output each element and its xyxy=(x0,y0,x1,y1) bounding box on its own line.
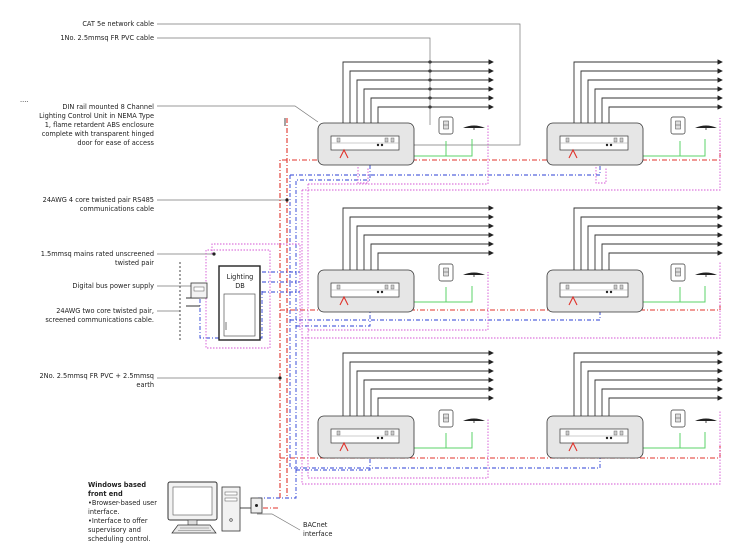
control-unit-bot-right xyxy=(546,415,644,459)
label-fe-1: •Browser-based user xyxy=(88,499,157,507)
feeder-bot-right xyxy=(573,350,723,418)
pc-workstation xyxy=(167,481,251,534)
label-awg24-2: communications cable xyxy=(80,205,154,213)
trunk-wiring xyxy=(199,118,721,509)
label-din-4: complete with transparent hinged xyxy=(42,130,154,138)
label-awg24-1: 24AWG 4 core twisted pair RS485 xyxy=(43,196,154,204)
label-fe-2: interface. xyxy=(88,508,120,516)
label-awg2-2: screened communications cable. xyxy=(45,316,154,324)
feeder-mid-right xyxy=(573,205,723,272)
label-fr2-2: earth xyxy=(136,381,154,389)
feeder-bot-left xyxy=(342,350,494,418)
label-fe-title-1: Windows based xyxy=(88,481,146,489)
control-unit-top-left xyxy=(317,122,415,166)
switch-luminaire-top-right xyxy=(670,116,718,135)
bus-power-supply xyxy=(179,262,208,340)
feeder-top-right xyxy=(573,59,723,125)
label-leaders xyxy=(157,23,521,531)
lighting-db-label-2: DB xyxy=(235,282,245,290)
switch-luminaire-top-left xyxy=(438,116,486,135)
feeder-top-left xyxy=(342,59,494,125)
label-awg2-1: 24AWG two core twisted pair, xyxy=(56,307,154,315)
label-bacnet-2: interface xyxy=(303,530,332,538)
control-unit-top-right xyxy=(546,122,644,166)
label-mains-1: 1.5mmsq mains rated unscreened xyxy=(41,250,154,258)
label-fe-4: supervisory and xyxy=(88,526,141,534)
label-fe-3: •Interface to offer xyxy=(88,517,148,525)
control-unit-bot-left xyxy=(317,415,415,459)
bacnet-interface xyxy=(250,497,263,514)
label-fr2-1: 2No. 2.5mmsq FR PVC + 2.5mmsq xyxy=(39,372,154,380)
label-din-2: Lighting Control Unit in NEMA Type xyxy=(39,112,154,120)
label-fe-5: scheduling control. xyxy=(88,535,151,543)
label-mains-2: twisted pair xyxy=(115,259,154,267)
lighting-db: Lighting DB xyxy=(218,265,261,341)
switch-luminaire-mid-right xyxy=(670,263,718,282)
switch-luminaire-bot-right xyxy=(670,409,718,428)
label-din-5: door for ease of access xyxy=(77,139,154,147)
control-unit-mid-right xyxy=(546,269,644,313)
switch-luminaire-mid-left xyxy=(438,263,486,282)
label-psu: Digital bus power supply xyxy=(72,282,154,290)
feeder-mid-left xyxy=(342,205,494,272)
label-cat5e: CAT 5e network cable xyxy=(82,20,154,28)
label-din-3: 1, flame retardent ABS enclosure xyxy=(45,121,154,129)
label-din-1: DIN rail mounted 8 Channel xyxy=(62,103,154,111)
label-fe-title-2: front end xyxy=(88,490,123,498)
switch-luminaire-bot-left xyxy=(438,409,486,428)
annotation-labels: CAT 5e network cable 1No. 2.5mmsq FR PVC… xyxy=(20,20,332,543)
label-ellipsis: .... xyxy=(20,96,28,104)
label-bacnet-1: BACnet xyxy=(303,521,328,529)
control-unit-mid-left xyxy=(317,269,415,313)
lighting-db-label-1: Lighting xyxy=(227,273,254,281)
label-fr-pvc-cable: 1No. 2.5mmsq FR PVC cable xyxy=(60,34,154,42)
